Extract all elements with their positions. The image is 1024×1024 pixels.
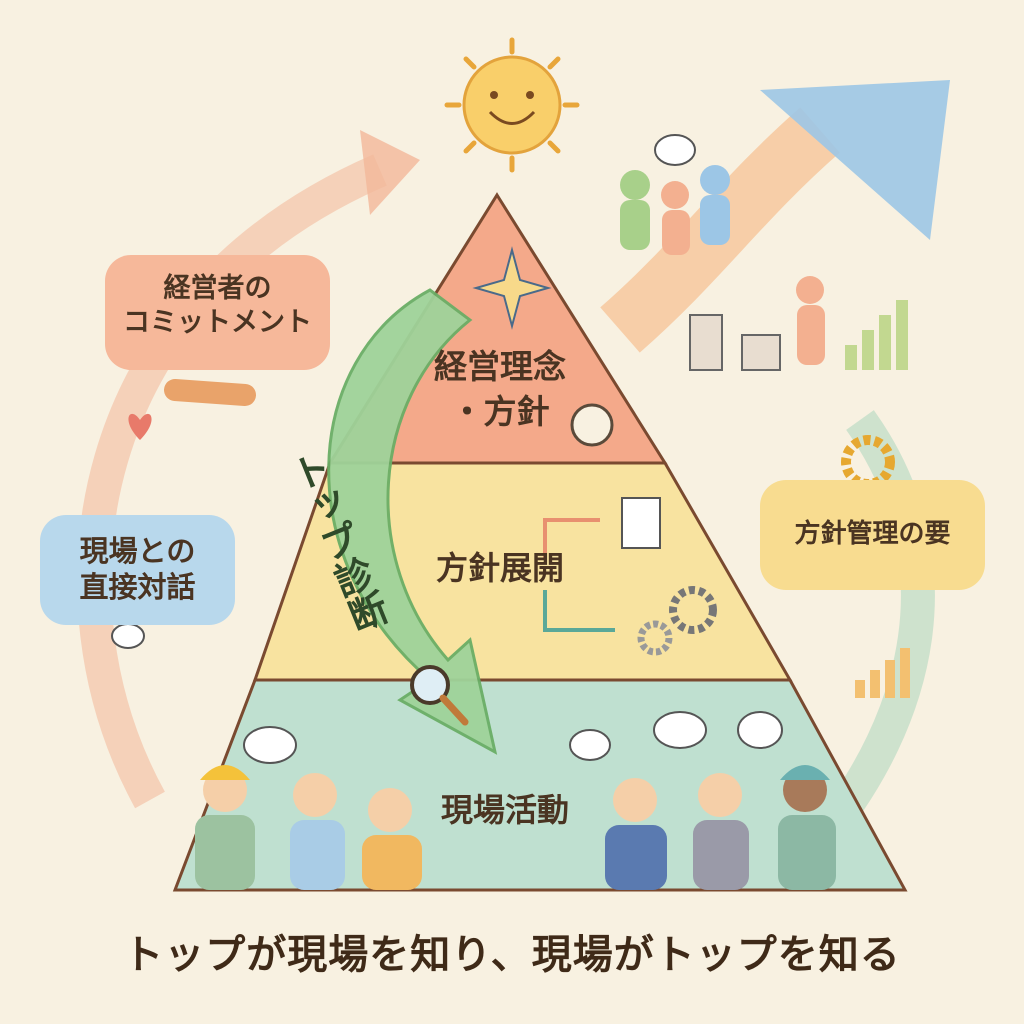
handshake-icon (164, 379, 256, 406)
commitment-label: 経営者の コミットメント (123, 273, 312, 338)
cycle-arrowhead-icon (360, 130, 420, 215)
pyramid-bottom-label: 現場活動 (440, 791, 569, 829)
key-bubble (760, 480, 985, 590)
heart-icon (128, 413, 152, 440)
top-diagnosis-arrow (327, 288, 498, 755)
sun-icon (444, 37, 580, 173)
celebrating-people (620, 165, 825, 365)
bar-chart-icon (855, 648, 910, 698)
dialogue-bubble (40, 515, 235, 625)
pyramid-middle-label: 方針展開 (435, 549, 564, 587)
bar-chart-icon (845, 300, 908, 370)
flow-arrow (543, 518, 600, 560)
key-label: 方針管理の要 (794, 519, 951, 549)
growth-arrowhead-icon (760, 80, 950, 240)
magnifier-icon (410, 665, 450, 705)
commitment-bubble (105, 255, 330, 370)
gear-icon (637, 620, 673, 656)
gear-icon (669, 586, 717, 634)
cycle-arc-left (77, 154, 387, 809)
compass-small-icon (570, 403, 614, 447)
pyramid-top-label: 経営理念 ・方針 (434, 347, 566, 431)
document-icon (621, 497, 661, 549)
dialogue-label: 現場との 直接対話 (79, 534, 196, 605)
speech-bubble-icons (111, 134, 783, 764)
workers-left (195, 765, 422, 890)
tagline: トップが現場を知り、現場がトップを知る (123, 932, 901, 978)
compass-icon (472, 246, 552, 330)
workers-right (605, 765, 836, 890)
building-icons (689, 314, 781, 371)
cycle-arc-right (806, 410, 935, 851)
flow-arrow (543, 590, 615, 632)
